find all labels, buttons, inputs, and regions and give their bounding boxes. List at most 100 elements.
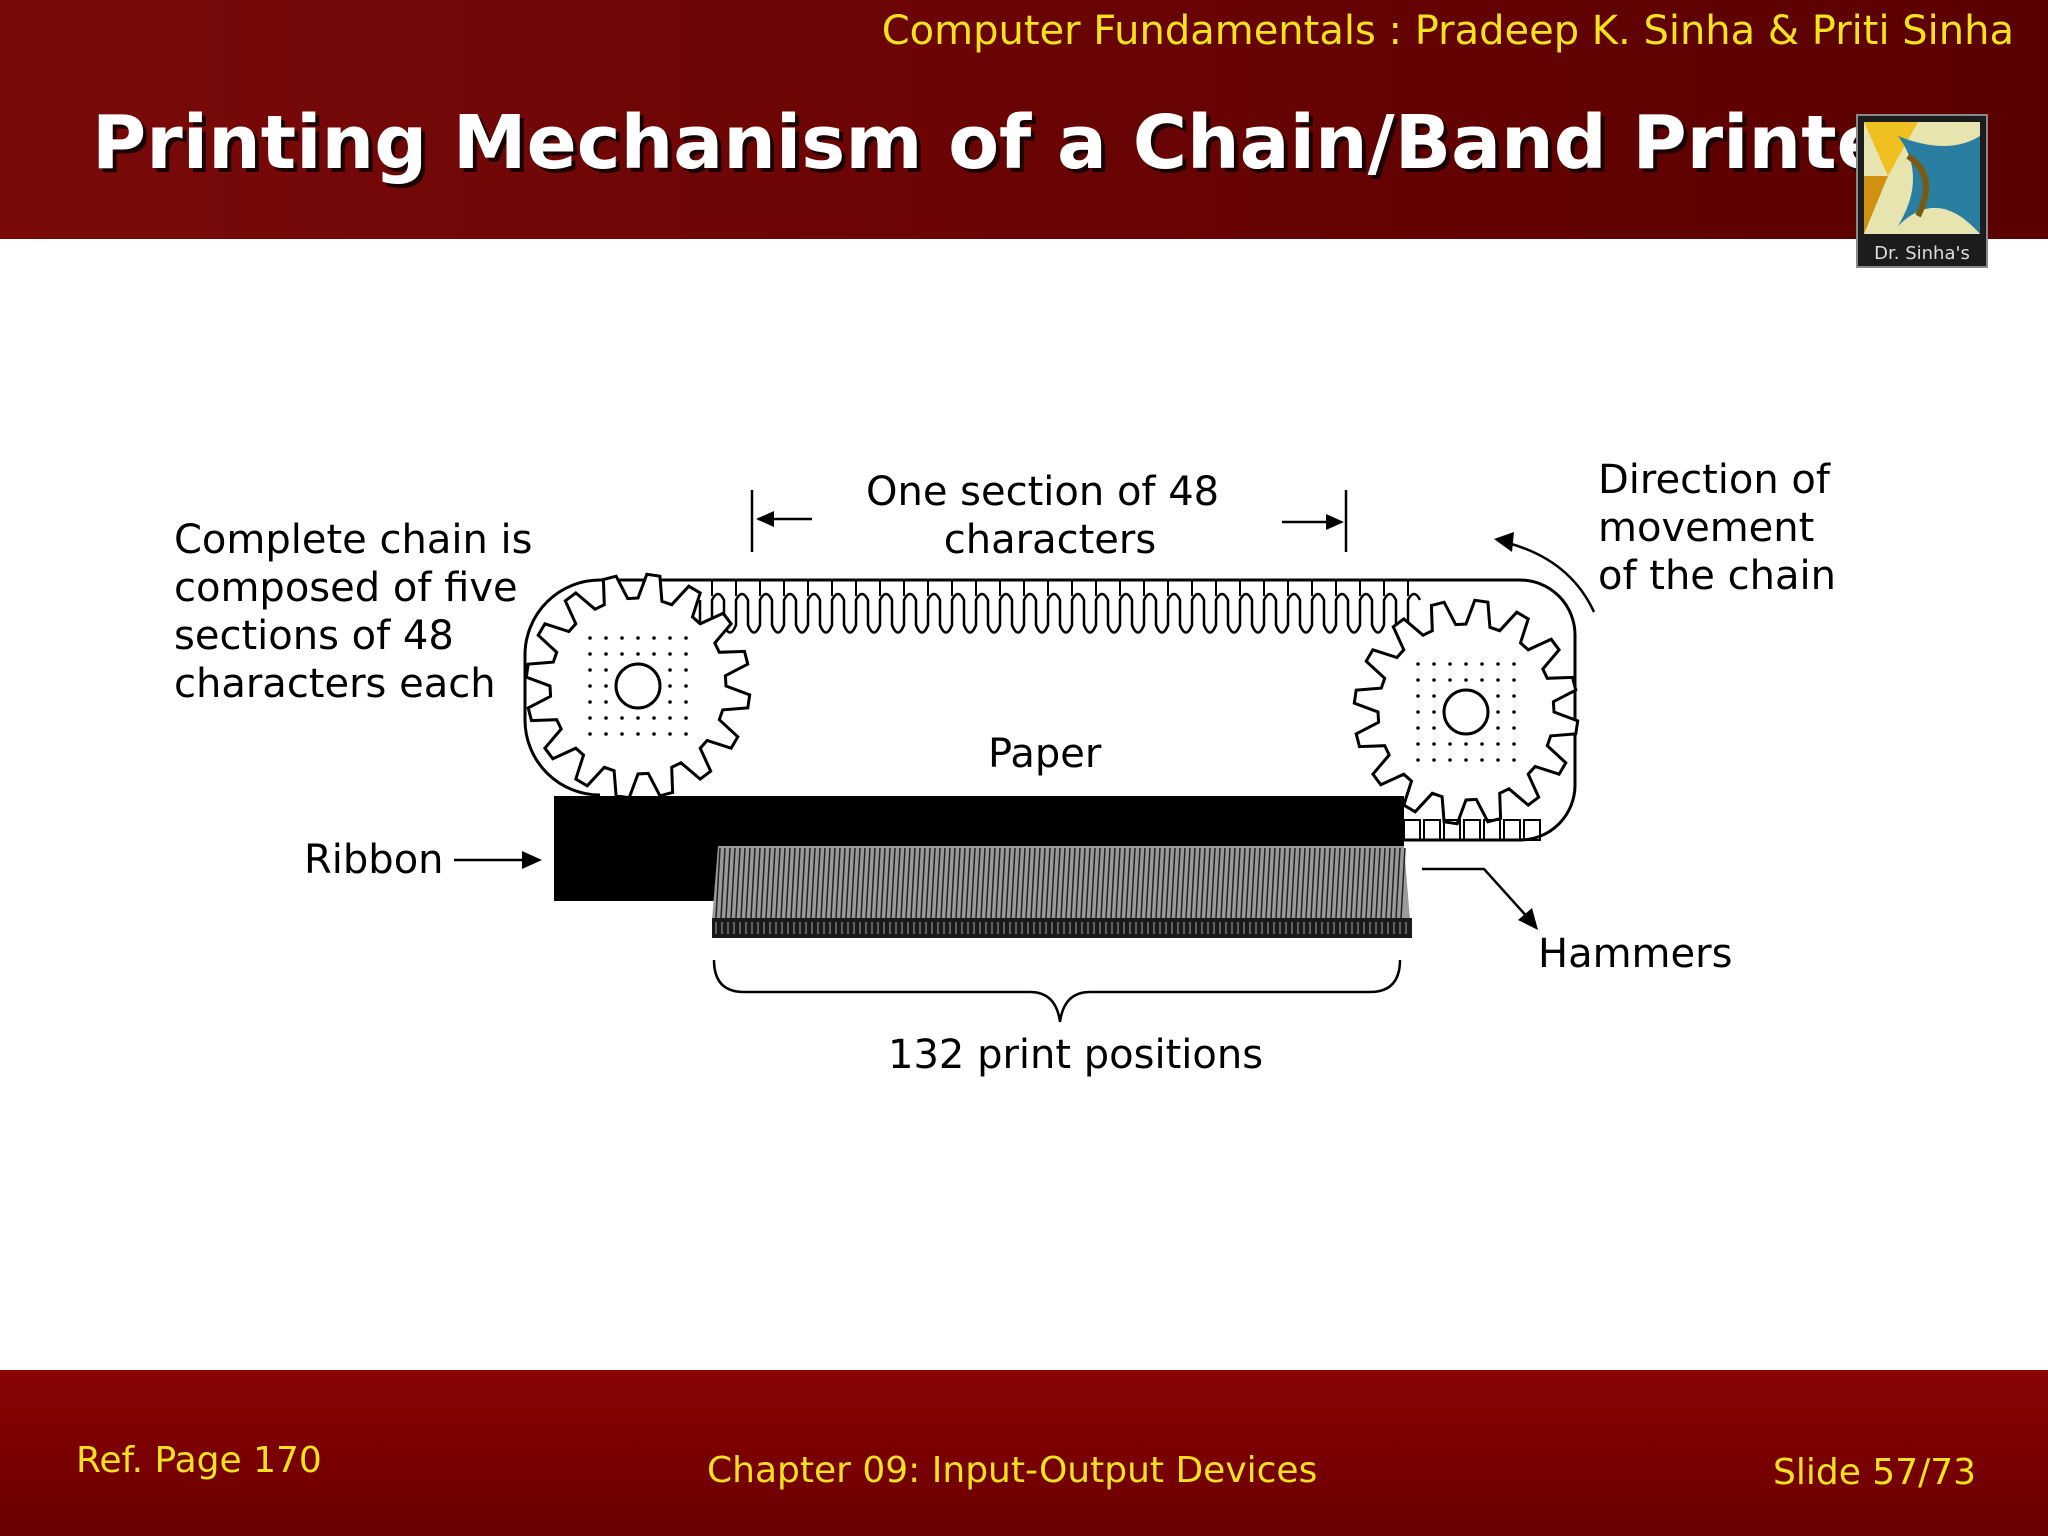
hammer [1330, 847, 1336, 919]
ref-page: Ref. Page 170 [76, 1440, 322, 1481]
hammer [1220, 847, 1226, 919]
hammer [810, 847, 816, 919]
print-positions-label: 132 print positions [888, 1032, 1264, 1078]
hammer [740, 847, 746, 919]
lower-chain-link [1483, 819, 1501, 841]
gear-dot [1512, 662, 1516, 666]
hammer [805, 847, 811, 919]
gear-dot [588, 668, 592, 672]
hammer [1335, 847, 1341, 919]
hammer [1010, 847, 1016, 919]
gear-dot [1496, 742, 1500, 746]
lower-chain-link [1403, 819, 1421, 841]
hammer [1400, 847, 1406, 919]
gear-dot [652, 636, 656, 640]
hammer [1050, 847, 1056, 919]
gear-dot [668, 684, 672, 688]
hammer [1190, 847, 1196, 919]
hammer [1305, 847, 1311, 919]
hammer [1065, 847, 1071, 919]
gear-dot [636, 732, 640, 736]
gear-dot [652, 652, 656, 656]
hammer [865, 847, 871, 919]
hammer [875, 847, 881, 919]
hammer [1395, 847, 1401, 919]
hammer [975, 847, 981, 919]
gear-dot [636, 716, 640, 720]
hammer [1300, 847, 1306, 919]
gear-dot [604, 732, 608, 736]
hammer [1235, 847, 1241, 919]
hammer [1080, 847, 1086, 919]
hammer [890, 847, 896, 919]
hammer [1270, 847, 1276, 919]
logo-graphic [1864, 122, 1980, 234]
gear-dot [1464, 662, 1468, 666]
gear-dot [636, 652, 640, 656]
hammer [1095, 847, 1101, 919]
hammer [835, 847, 841, 919]
header-bar: Computer Fundamentals : Pradeep K. Sinha… [0, 0, 2048, 268]
hammer [815, 847, 821, 919]
gear-dot [588, 716, 592, 720]
gear-dot [684, 732, 688, 736]
gear-dot [684, 668, 688, 672]
hammer [900, 847, 906, 919]
right-gear-hub [1442, 688, 1490, 736]
gear-dot [1512, 678, 1516, 682]
hammer [1320, 847, 1326, 919]
hammer [830, 847, 836, 919]
hammer [1140, 847, 1146, 919]
hammer [885, 847, 891, 919]
hammer [945, 847, 951, 919]
gear-dot [1448, 678, 1452, 682]
gear-dot [684, 684, 688, 688]
gear-dot [620, 732, 624, 736]
hammer [965, 847, 971, 919]
gear-dot [668, 652, 672, 656]
hammer [1285, 847, 1291, 919]
chain-links [698, 592, 1422, 634]
hammer [1090, 847, 1096, 919]
hammer [950, 847, 956, 919]
hammer [920, 847, 926, 919]
gear-dot [1480, 678, 1484, 682]
hammer [1255, 847, 1261, 919]
gear-dot [1448, 742, 1452, 746]
gear-dot [620, 636, 624, 640]
hammer [1035, 847, 1041, 919]
hammer [995, 847, 1001, 919]
hammer [940, 847, 946, 919]
hammer [1195, 847, 1201, 919]
hammer [780, 847, 786, 919]
hammer [1030, 847, 1036, 919]
hammer [1350, 847, 1356, 919]
hammer [1275, 847, 1281, 919]
hammer [985, 847, 991, 919]
hammer [1345, 847, 1351, 919]
gear-dot [1480, 662, 1484, 666]
gear-dot [668, 732, 672, 736]
gear-dot [1432, 662, 1436, 666]
hammer [1200, 847, 1206, 919]
hammer [1360, 847, 1366, 919]
hammer [1210, 847, 1216, 919]
hammer [1265, 847, 1271, 919]
hammer [1015, 847, 1021, 919]
hammer [715, 847, 721, 919]
hammer [1225, 847, 1231, 919]
hammer [1280, 847, 1286, 919]
gear-dot [636, 636, 640, 640]
lower-chain-link [1463, 819, 1481, 841]
hammer [1315, 847, 1321, 919]
chapter-title: Chapter 09: Input-Output Devices [707, 1450, 1318, 1491]
hammer [915, 847, 921, 919]
gear-dot [1416, 662, 1420, 666]
hammer [775, 847, 781, 919]
hammer [1215, 847, 1221, 919]
hammer-bank [712, 846, 1412, 938]
gear-dot [588, 652, 592, 656]
hammer [750, 847, 756, 919]
hammer [1205, 847, 1211, 919]
